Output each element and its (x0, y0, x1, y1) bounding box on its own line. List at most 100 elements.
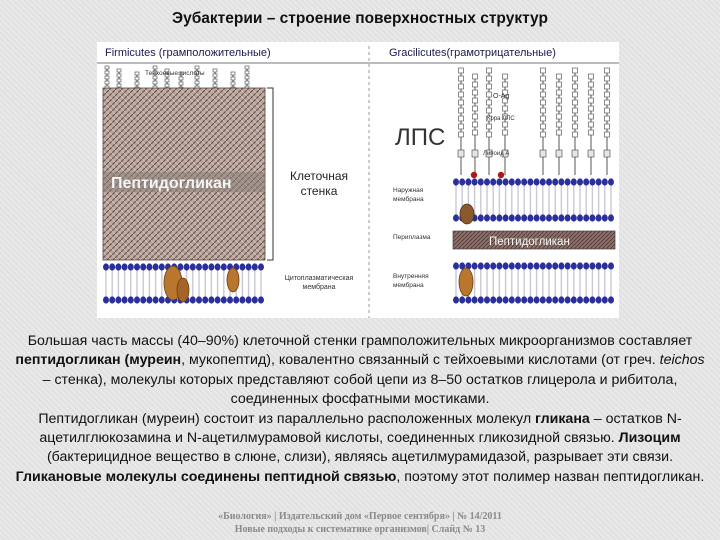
outer-membrane-label-line2: мембрана (393, 195, 424, 203)
lps-core-unit (588, 150, 594, 157)
o-antigen-unit (589, 74, 594, 79)
lipid-head (571, 296, 577, 303)
lipid-head (521, 214, 527, 221)
teichoic-unit (231, 77, 235, 80)
o-antigen-unit (487, 108, 492, 113)
lipid-head (484, 296, 490, 303)
lipid-head (571, 214, 577, 221)
teichoic-unit (117, 84, 121, 87)
o-antigen-unit (589, 106, 594, 111)
lipid-head (589, 214, 595, 221)
lipid-head (552, 214, 558, 221)
o-antigen-unit (605, 100, 610, 105)
o-antigen-unit (605, 84, 610, 89)
o-antigen-unit (541, 100, 546, 105)
lipid-head (608, 262, 614, 269)
o-antigen-unit (459, 108, 464, 113)
lipid-head (552, 296, 558, 303)
lipid-head (472, 296, 478, 303)
o-antigen-unit (589, 122, 594, 127)
lipid-head (496, 178, 502, 185)
lipid-head (459, 296, 465, 303)
lipid-a-label: Липоид А (483, 151, 509, 157)
slide-title: Эубактерии – строение поверхностных стру… (0, 10, 720, 28)
lipid-head (115, 296, 121, 303)
lipid-head (608, 178, 614, 185)
o-antigen-unit (487, 124, 492, 129)
lipid-head (490, 214, 496, 221)
cell-wall-bracket (267, 88, 273, 260)
lipid-head (184, 263, 190, 270)
lipid-head (503, 178, 509, 185)
lipid-head (465, 296, 471, 303)
teichoic-unit (117, 74, 121, 77)
o-antigen-unit (557, 130, 562, 135)
teichoic-unit (105, 66, 109, 69)
lipid-head (496, 262, 502, 269)
o-antigen-unit (459, 100, 464, 105)
lipid-head (583, 262, 589, 269)
peptidoglycan-label-left: Пептидогликан (111, 175, 232, 192)
lipid-head (128, 296, 134, 303)
o-antigen-unit (573, 124, 578, 129)
lipid-head (208, 263, 214, 270)
teichoic-unit (179, 82, 183, 85)
teichoic-label: Тейхоевые кислоты (145, 69, 205, 77)
inner-membrane (453, 262, 614, 303)
lipid-head (221, 263, 227, 270)
o-antigen-unit (573, 68, 578, 73)
description-text: Большая часть массы (40–90%) клеточной с… (12, 332, 708, 487)
paragraph-2: Пептидогликан (муреин) состоит из паралл… (12, 410, 708, 488)
lipid-head (565, 214, 571, 221)
lipid-head (484, 214, 490, 221)
o-antigen-unit (605, 68, 610, 73)
lipid-head (540, 214, 546, 221)
lipid-head (558, 214, 564, 221)
lipid-head (558, 262, 564, 269)
o-antigen-unit (557, 122, 562, 127)
teichoic-unit (245, 66, 249, 69)
lipid-head (196, 296, 202, 303)
teichoic-unit (105, 71, 109, 74)
teichoic-unit (231, 82, 235, 85)
lipid-head (122, 263, 128, 270)
lipid-head (509, 262, 515, 269)
o-antigen-unit (557, 114, 562, 119)
lipid-head (472, 262, 478, 269)
teichoic-unit (153, 81, 157, 84)
teichoic-unit (179, 77, 183, 80)
lipid-head (484, 262, 490, 269)
lps-label: ЛПС (395, 124, 445, 151)
o-antigen-unit (557, 82, 562, 87)
lipid-head (596, 178, 602, 185)
o-antigen-unit (459, 68, 464, 73)
lipid-head (583, 178, 589, 185)
lipid-head (490, 296, 496, 303)
o-antigen-unit (557, 74, 562, 79)
inner-membrane-label-line2: мембрана (393, 281, 424, 289)
lipid-head (546, 214, 552, 221)
lipid-head (515, 214, 521, 221)
lipid-head (496, 214, 502, 221)
o-antigen-unit (605, 124, 610, 129)
teichoic-unit (231, 72, 235, 75)
o-antigen-unit (605, 76, 610, 81)
lipid-head (503, 214, 509, 221)
o-antigen-unit (459, 132, 464, 137)
lipid-head (459, 178, 465, 185)
lipid-head (571, 262, 577, 269)
o-antigen-unit (557, 90, 562, 95)
teichoic-unit (135, 77, 139, 80)
lipid-head (103, 296, 109, 303)
lipid-head (565, 262, 571, 269)
teichoic-unit (153, 66, 157, 69)
o-antigen-unit (557, 98, 562, 103)
lipid-head (159, 296, 165, 303)
lipid-head (608, 214, 614, 221)
o-antigen-unit (557, 106, 562, 111)
teichoic-unit (245, 76, 249, 79)
lipid-head (202, 263, 208, 270)
lipid-head (583, 296, 589, 303)
lipid-head (552, 178, 558, 185)
cytoplasmic-membrane-label-line1: Цитоплазматическая (285, 275, 354, 282)
